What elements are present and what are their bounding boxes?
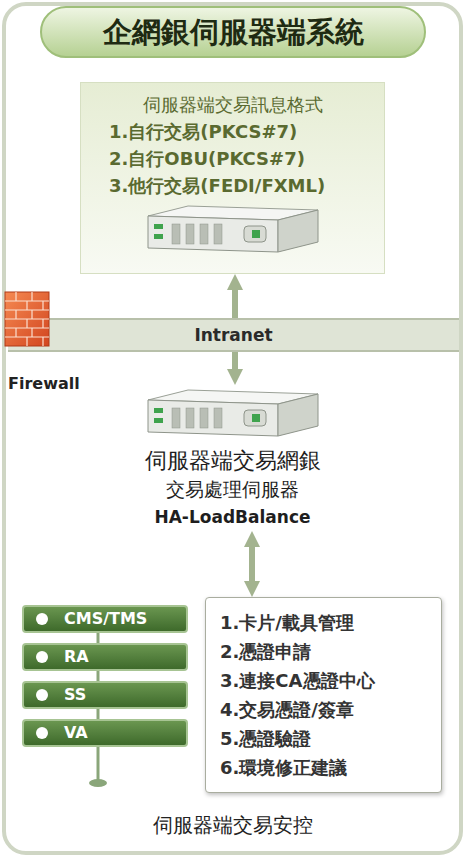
list-item: 2.憑證申請 (220, 637, 427, 666)
section-caption: 伺服器端交易安控 (0, 812, 465, 839)
module-bar: VA (22, 719, 188, 747)
bus-line (97, 745, 100, 780)
double-arrow (249, 547, 255, 581)
box-heading: 伺服器端交易訊息格式 (91, 91, 374, 118)
server-label: HA-LoadBalance (90, 503, 375, 531)
server-label: 交易處理伺服器 (90, 475, 375, 503)
icon-label: Firewall (8, 374, 128, 393)
module-bar: CMS/TMS (22, 605, 188, 633)
bus-connector (97, 709, 100, 719)
node-label: CMS/TMS (64, 610, 180, 628)
list-item: 2.自行OBU(PKCS#7) (91, 145, 374, 172)
list-item: 3.他行交易(FEDI/FXML) (91, 172, 374, 199)
list-item: 6.環境修正建議 (220, 753, 427, 782)
node-label: RA (64, 648, 180, 666)
list-item: 1.卡片/載具管理 (220, 608, 427, 637)
module-bar: SS (22, 681, 188, 709)
list-item: 4.交易憑證/簽章 (220, 695, 427, 724)
server-icon (148, 390, 318, 436)
list-item: 1.自行交易(PKCS#7) (91, 118, 374, 145)
node-label: VA (64, 724, 180, 742)
network-band: Intranet (8, 318, 459, 352)
bus-end (89, 779, 107, 787)
node-label: SS (64, 686, 180, 704)
server-icon (148, 206, 318, 252)
outer-panel (4, 4, 461, 853)
title-banner: 企網銀伺服器端系統 (40, 6, 426, 58)
function-list-box: 1.卡片/載具管理2.憑證申請3.連接CA憑證中心4.交易憑證/簽章5.憑證驗證… (205, 597, 442, 793)
list-item: 5.憑證驗證 (220, 724, 427, 753)
module-bar: RA (22, 643, 188, 671)
node-label: Intranet (8, 325, 459, 345)
list-item: 3.連接CA憑證中心 (220, 666, 427, 695)
bus-connector (97, 671, 100, 681)
server-label: 伺服器端交易網銀 (90, 447, 375, 475)
firewall-icon (5, 292, 49, 346)
bus-connector (97, 633, 100, 643)
